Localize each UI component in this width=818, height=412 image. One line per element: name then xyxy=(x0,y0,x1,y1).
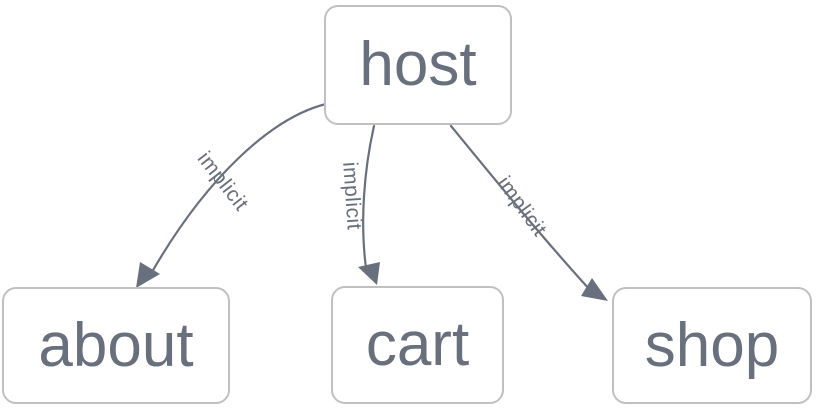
edge-host-cart[interactable]: implicit xyxy=(338,124,380,285)
edge-host-about-arrowhead xyxy=(136,262,160,288)
edge-host-shop-arrowhead xyxy=(581,278,608,301)
edge-host-shop-label: implicit xyxy=(492,172,551,241)
edge-host-cart-label: implicit xyxy=(338,161,366,231)
node-host-label: host xyxy=(359,30,477,99)
node-shop-label: shop xyxy=(644,310,780,380)
edge-host-about[interactable]: implicit xyxy=(136,102,328,288)
edge-host-about-path xyxy=(150,102,328,274)
node-about-label: about xyxy=(38,310,194,380)
node-host[interactable]: host xyxy=(324,5,512,125)
node-cart[interactable]: cart xyxy=(331,286,504,404)
node-shop[interactable]: shop xyxy=(612,287,812,404)
edge-host-cart-path xyxy=(362,124,376,270)
node-cart-label: cart xyxy=(365,310,470,379)
node-about[interactable]: about xyxy=(2,287,230,404)
edge-host-about-label: implicit xyxy=(193,147,253,215)
edge-host-shop[interactable]: implicit xyxy=(449,124,608,301)
edge-host-cart-arrowhead xyxy=(358,262,380,285)
edge-host-shop-path xyxy=(449,124,592,292)
